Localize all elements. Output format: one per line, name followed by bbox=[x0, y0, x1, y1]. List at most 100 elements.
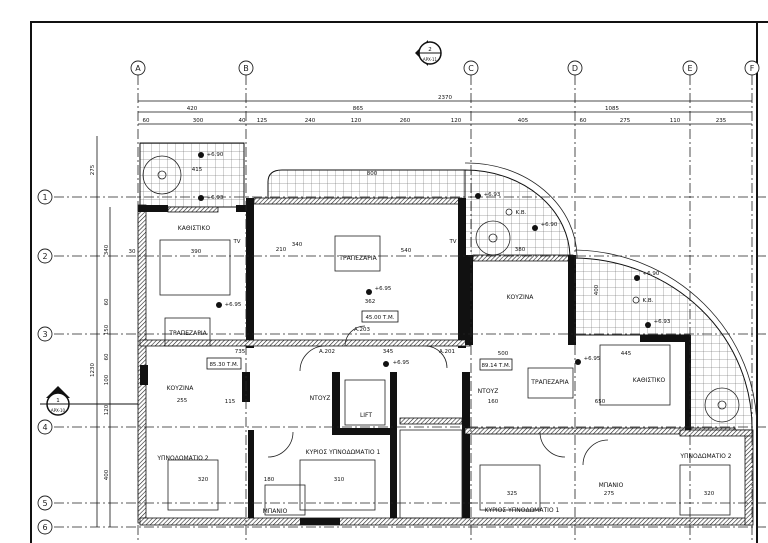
section-sheet: APX-11 bbox=[423, 57, 438, 62]
inner-dim: 320 bbox=[704, 491, 715, 497]
dim-detail: 40 bbox=[239, 118, 246, 124]
section-marker-2: 2 APX-11 bbox=[415, 40, 442, 66]
grid-label-B: B bbox=[243, 64, 249, 73]
left-dimensions: 275 1230 340 60 150 60 100 120 400 30 bbox=[90, 136, 136, 527]
inner-dim: 340 bbox=[292, 242, 303, 248]
dim-main: 420 bbox=[187, 106, 198, 112]
inner-dim: 735 bbox=[235, 349, 246, 355]
level-label: +6.93 bbox=[207, 195, 224, 201]
level-label: +6.95 bbox=[584, 356, 601, 362]
inner-dim: 275 bbox=[604, 491, 615, 497]
dim-detail: 235 bbox=[716, 118, 727, 124]
grid-label-C: C bbox=[468, 64, 474, 73]
grid-label-E: E bbox=[687, 64, 692, 73]
dim-left: 60 bbox=[104, 353, 110, 360]
inner-dim: 115 bbox=[225, 399, 236, 405]
level-label: +6.95 bbox=[375, 286, 392, 292]
grid-label-A: A bbox=[135, 64, 141, 73]
door-tag: A.202 bbox=[319, 349, 335, 355]
kb-labels: K.B. K.B. TV TV bbox=[232, 208, 654, 304]
grid-label-4: 4 bbox=[42, 423, 47, 432]
inner-dim: 400 bbox=[594, 284, 600, 295]
inner-dim: 415 bbox=[192, 167, 203, 173]
inner-dim: 180 bbox=[264, 477, 275, 483]
inner-dim: 390 bbox=[191, 249, 202, 255]
grid-column-labels: A B C D E F bbox=[130, 60, 760, 76]
dim-detail: 240 bbox=[305, 118, 316, 124]
dim-main: 865 bbox=[353, 106, 364, 112]
section-marker-1: 1 APX-10 bbox=[40, 386, 138, 416]
inner-dim: 445 bbox=[621, 351, 632, 357]
dim-main: 1085 bbox=[605, 106, 619, 112]
kb-label: K.B. bbox=[643, 298, 654, 304]
area-label: 89.14 Τ.Μ. bbox=[481, 363, 510, 369]
level-label: +6.93 bbox=[484, 192, 501, 198]
kb-label: K.B. bbox=[516, 210, 527, 216]
dim-left: 60 bbox=[104, 298, 110, 305]
level-markers: +6.90 +6.93 +6.95 +6.95 +6.95 +6.93 +6.9… bbox=[198, 152, 671, 367]
dim-detail: 125 bbox=[257, 118, 268, 124]
area-labels: 85.30 Τ.Μ. 45.00 Τ.Μ. 89.14 Τ.Μ. bbox=[206, 310, 513, 371]
dim-detail: 300 bbox=[193, 118, 204, 124]
balcony-left bbox=[139, 142, 245, 208]
section-number: 2 bbox=[428, 47, 432, 53]
dim-overall: 2370 bbox=[438, 95, 452, 101]
inner-dim: 800 bbox=[367, 171, 378, 177]
grid-lines bbox=[54, 75, 768, 543]
level-label: +6.90 bbox=[541, 222, 558, 228]
drawing-frame bbox=[30, 21, 768, 543]
inner-dim: 540 bbox=[401, 248, 412, 254]
room-living: ΚΑΘΙΣΤΙΚΟ bbox=[633, 377, 666, 384]
room-dining: ΤΡΑΠΕΖΑΡΙΑ bbox=[168, 330, 207, 337]
inner-dim: 500 bbox=[498, 351, 509, 357]
door-tag: A.203 bbox=[354, 327, 370, 333]
room-shower: ΝΤΟΥΖ bbox=[310, 395, 331, 402]
level-label: +6.90 bbox=[207, 152, 224, 158]
room-living: ΚΑΘΙΣΤΙΚΟ bbox=[178, 225, 211, 232]
dim-left: 1230 bbox=[90, 363, 96, 377]
dim-left: 340 bbox=[104, 244, 110, 255]
dim-left: 100 bbox=[104, 374, 110, 385]
room-bathroom: ΜΠΑΝΙΟ bbox=[263, 508, 288, 515]
inner-dim: 255 bbox=[177, 398, 188, 404]
room-shower: ΝΤΟΥΖ bbox=[478, 388, 499, 395]
inner-dim: 362 bbox=[365, 299, 376, 305]
dim-detail: 60 bbox=[143, 118, 150, 124]
section-number: 1 bbox=[56, 398, 60, 404]
dim-left: 120 bbox=[104, 404, 110, 415]
room-dining: ΤΡΑΠΕΖΑΡΙΑ bbox=[530, 379, 569, 386]
dim-detail: 110 bbox=[670, 118, 681, 124]
dim-left: 30 bbox=[129, 249, 136, 255]
inner-dim: 345 bbox=[383, 349, 394, 355]
door-tags: A.201 A.202 A.203 bbox=[267, 325, 609, 466]
level-label: +6.95 bbox=[225, 302, 242, 308]
level-label: +6.93 bbox=[654, 319, 671, 325]
room-master-bedroom: ΚΥΡΙΟΣ ΥΠΝΟΔΩΜΑΤΙΟ 1 bbox=[485, 507, 560, 514]
inner-dim: 160 bbox=[488, 399, 499, 405]
section-sheet: APX-10 bbox=[51, 408, 66, 413]
dim-detail: 405 bbox=[518, 118, 529, 124]
inner-dim: 310 bbox=[334, 477, 345, 483]
balcony-middle bbox=[267, 169, 466, 201]
level-label: +6.95 bbox=[393, 360, 410, 366]
dim-left: 400 bbox=[104, 469, 110, 480]
dim-detail: 120 bbox=[451, 118, 462, 124]
inner-dim: 325 bbox=[507, 491, 518, 497]
grid-label-2: 2 bbox=[42, 252, 47, 261]
tv-label: TV bbox=[232, 239, 240, 245]
room-kitchen: ΚΟΥΖΙΝΑ bbox=[507, 294, 535, 301]
dim-detail: 275 bbox=[620, 118, 631, 124]
dim-detail: 120 bbox=[351, 118, 362, 124]
grid-row-labels: 1 2 3 4 5 6 bbox=[37, 189, 53, 535]
balconies bbox=[139, 142, 758, 431]
dim-detail: 260 bbox=[400, 118, 411, 124]
room-master-bedroom: ΚΥΡΙΟΣ ΥΠΝΟΔΩΜΑΤΙΟ 1 bbox=[306, 449, 381, 456]
inner-dimensions: 415 800 380 390 210 340 540 362 735 345 … bbox=[177, 167, 715, 497]
level-label: +6.90 bbox=[643, 271, 660, 277]
room-bathroom: ΜΠΑΝΙΟ bbox=[599, 482, 624, 489]
tv-label: TV bbox=[448, 239, 456, 245]
dim-left: 275 bbox=[90, 164, 96, 175]
room-bedroom-2: ΥΠΝΟΔΩΜΑΤΙΟ 2 bbox=[156, 455, 208, 462]
grid-label-5: 5 bbox=[42, 499, 47, 508]
